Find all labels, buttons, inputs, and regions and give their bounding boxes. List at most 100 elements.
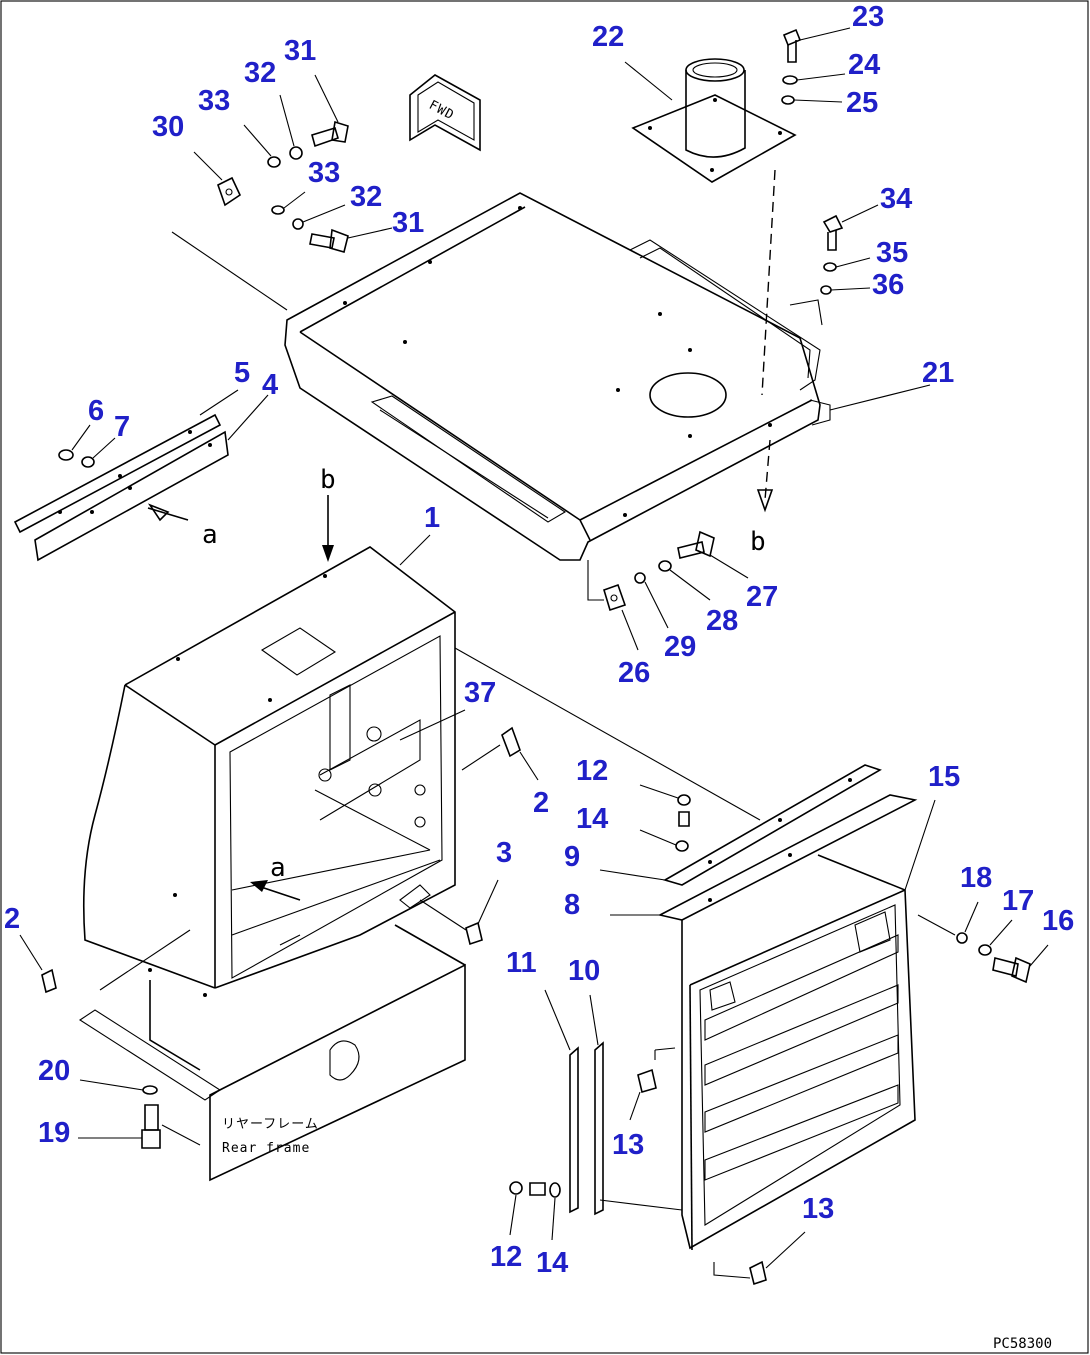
callout-10: 10 [568, 955, 600, 987]
leader-12-lower [509, 1194, 517, 1236]
callout-16: 16 [1042, 905, 1074, 937]
callout-12-lower: 12 [490, 1241, 522, 1273]
leader-17 [989, 919, 1013, 946]
washer-18 [956, 932, 968, 944]
callout-20: 20 [38, 1055, 70, 1087]
leader-31b [347, 227, 393, 239]
strip-part-5 [13, 413, 222, 534]
callout-24: 24 [848, 49, 880, 81]
top-cover-part-21 [284, 192, 831, 561]
leader-24 [796, 73, 846, 81]
washer-28 [658, 560, 672, 572]
pipe-pad-part-22 [631, 58, 797, 183]
view-marker-a-mid: a [270, 853, 286, 883]
callout-9: 9 [564, 841, 580, 873]
leader-28 [669, 569, 711, 601]
washer-35 [823, 262, 837, 272]
callout-5: 5 [234, 357, 250, 389]
strip-part-11 [569, 1046, 579, 1214]
washer-32b [292, 218, 304, 230]
washer-25 [781, 95, 795, 105]
bracket-30 [217, 176, 242, 207]
callout-33-bottom: 33 [308, 157, 340, 189]
leader-3-to-box [419, 899, 467, 931]
bolt-31b [309, 228, 349, 253]
rear-frame-pointer [161, 1124, 201, 1146]
strip-part-9 [662, 764, 882, 886]
lower-plate [78, 924, 466, 1182]
leader-14-lower [551, 1197, 556, 1241]
drawing-code: PC58300 [993, 1336, 1052, 1352]
leader-34 [841, 204, 879, 223]
leader-21 [829, 384, 931, 411]
callout-35: 35 [876, 237, 908, 269]
callout-37: 37 [464, 677, 496, 709]
arrow-b-head-top [322, 545, 334, 562]
leader-2-left-label [19, 934, 43, 971]
callout-11: 11 [506, 947, 537, 979]
bracket-stub-1 [654, 1047, 676, 1051]
leader-6 [71, 424, 91, 451]
view-marker-b-top: b [320, 465, 336, 495]
nut-3 [465, 921, 483, 946]
washer-14-upper [675, 840, 689, 852]
leader-16 [1029, 944, 1049, 967]
leader-13-lower [765, 1231, 806, 1269]
bracket-lines-36 [789, 299, 823, 326]
washer-20 [142, 1085, 158, 1095]
callout-19: 19 [38, 1117, 70, 1149]
leader-13-upper [629, 1091, 641, 1121]
bolt-16 [992, 956, 1031, 984]
callout-34: 34 [880, 183, 912, 215]
leader-10 [589, 994, 599, 1046]
bolt-12-upper [677, 794, 691, 827]
leader-2-right [519, 751, 539, 781]
fwd-tag-text: FWD [426, 98, 456, 124]
leader-30 [193, 151, 223, 181]
bolt-12-lower-shank [529, 1182, 546, 1196]
view-marker-a-top: a [202, 520, 218, 550]
bolt-23 [782, 28, 802, 63]
connecting-line [454, 647, 761, 821]
callout-31-top: 31 [284, 35, 316, 67]
nut-13-lower [749, 1260, 767, 1286]
callout-29: 29 [664, 631, 696, 663]
callout-17: 17 [1002, 885, 1034, 917]
leader-36 [830, 287, 871, 291]
leader-4 [227, 394, 269, 441]
leader-37 [399, 709, 466, 741]
side-cover-part-15 [681, 854, 916, 1251]
washer-36 [820, 285, 832, 295]
leader-1 [399, 534, 431, 566]
callout-26: 26 [618, 657, 650, 689]
grommet-2-right [501, 726, 521, 758]
view-marker-b-bottom: b [750, 527, 766, 557]
bolt-27 [677, 530, 715, 559]
washer-17 [978, 944, 992, 956]
callout-31-bottom: 31 [392, 207, 424, 239]
rear-frame-label-jp: リヤーフレーム [222, 1117, 319, 1132]
bolt-12-lower [509, 1181, 523, 1195]
callout-12-upper: 12 [576, 755, 608, 787]
callout-32-top: 32 [244, 57, 276, 89]
callout-14-lower: 14 [536, 1247, 568, 1279]
strip-part-10 [594, 1041, 604, 1216]
dash-line-b-upper [761, 169, 776, 396]
bolt-31a [311, 120, 349, 148]
leader-31a [314, 74, 339, 123]
callout-4: 4 [262, 369, 278, 401]
callout-8: 8 [564, 889, 580, 921]
washer-7 [81, 456, 95, 468]
cover-edge-line [171, 231, 288, 311]
main-box-part-1 [82, 546, 456, 997]
leader-35 [835, 257, 871, 268]
leader-12-upper [639, 784, 679, 799]
leader-7 [92, 437, 116, 459]
callout-30: 30 [152, 111, 184, 143]
leader-23 [799, 27, 851, 41]
bolt-19 [141, 1104, 161, 1149]
arrow-a-head-mid [250, 880, 268, 892]
